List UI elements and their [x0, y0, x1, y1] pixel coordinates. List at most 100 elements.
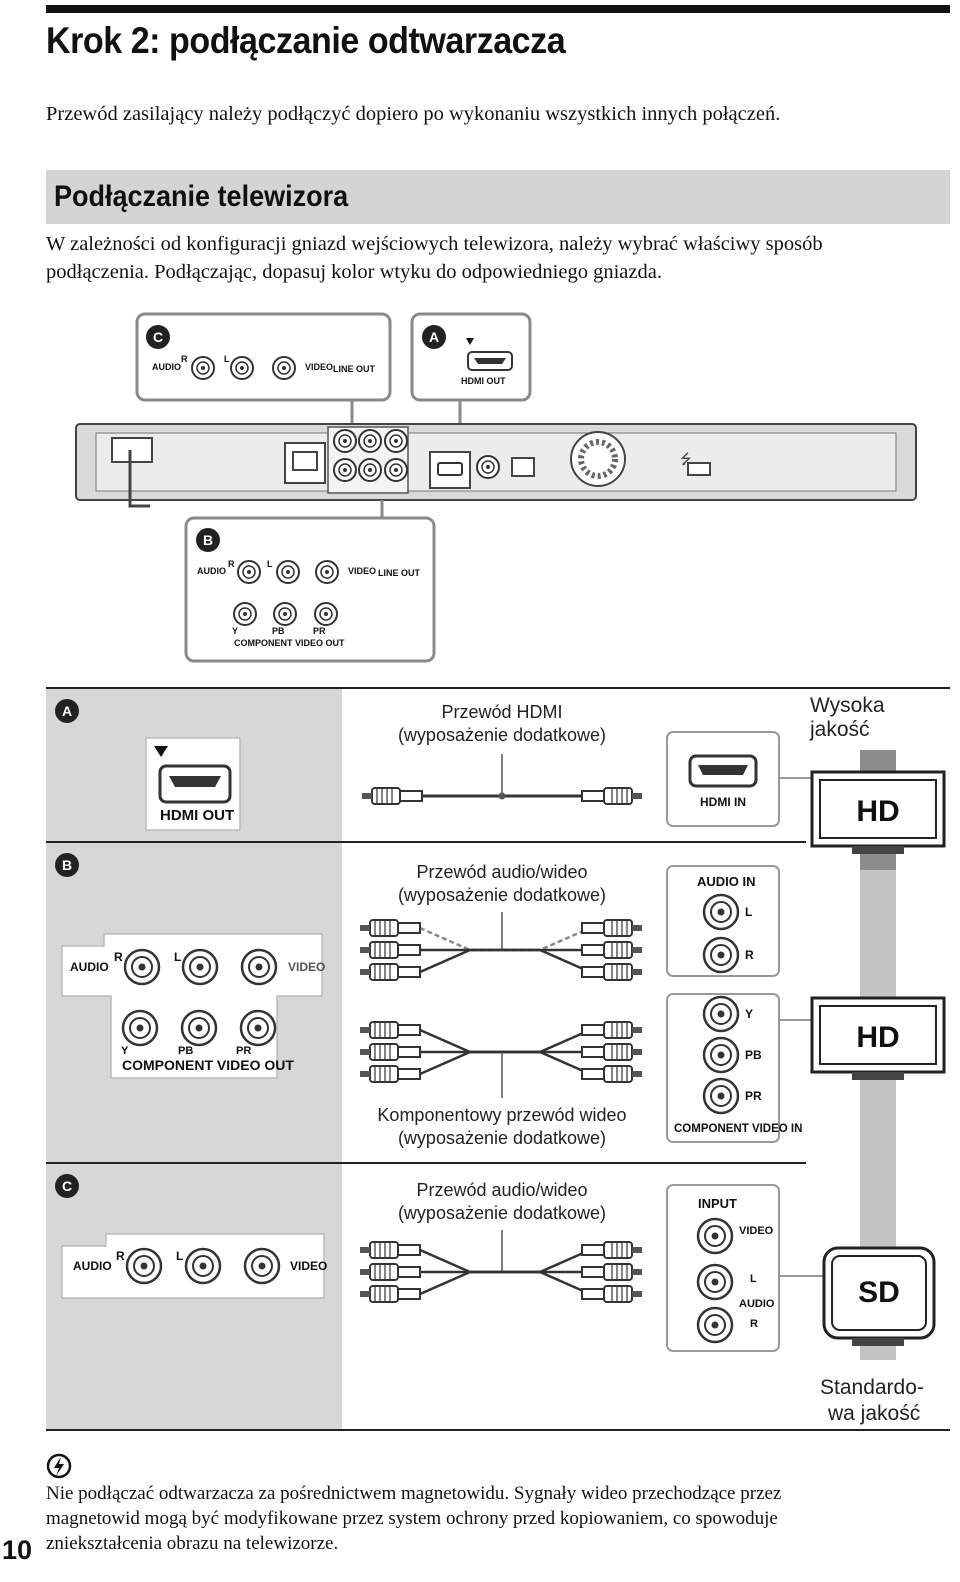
- box-c-audio-label: AUDIO: [152, 362, 181, 372]
- jack-icon: [358, 458, 382, 482]
- row-b-tv-l-label: L: [745, 905, 752, 919]
- callout-c-badge: [146, 325, 170, 349]
- rca-plug-icon: [581, 1285, 643, 1303]
- rca-plug-icon: [581, 941, 643, 959]
- rca-plug-icon: [359, 1263, 421, 1281]
- row-c-l-label: L: [176, 1249, 183, 1263]
- box-b-l-label: L: [267, 559, 273, 569]
- callout-b-letter: B: [203, 532, 213, 548]
- row-c-r-label: R: [116, 1249, 125, 1263]
- callout-a-letter: A: [429, 329, 439, 345]
- tv-hd-1-label: HD: [856, 795, 899, 828]
- paragraph-line: W zależności od konfiguracji gniazd wejś…: [46, 233, 823, 255]
- quality-high-line2: jakość: [809, 718, 870, 741]
- callout-c-letter: C: [153, 329, 163, 345]
- row-c-tv-video-label: VIDEO: [739, 1225, 774, 1237]
- row-a-tv-port-label: HDMI IN: [700, 795, 746, 809]
- top-rule: [46, 5, 950, 13]
- jack-icon: [384, 429, 408, 453]
- marker-triangle-icon: [154, 746, 168, 757]
- jack-icon: [184, 1247, 222, 1285]
- row-c-cable-line2: (wyposażenie dodatkowe): [398, 1203, 606, 1223]
- row-b-badge: [55, 853, 79, 877]
- av-cable: [419, 1248, 591, 1274]
- box-c-l-label: L: [224, 354, 230, 364]
- note-line: magnetowid mogą być modyfikowane przez s…: [46, 1508, 778, 1529]
- box-b-pr-label: PR: [313, 626, 326, 636]
- box-b-y-label: Y: [232, 626, 238, 636]
- row-b-tv-component-in-label: COMPONENT VIDEO IN: [674, 1123, 802, 1135]
- jack-icon: [276, 560, 300, 584]
- row-b-pr-label: PR: [236, 1045, 251, 1057]
- row-a-player-port-label: HDMI OUT: [160, 807, 234, 824]
- page-title: Krok 2: podłączanie odtwarzacza: [46, 20, 566, 61]
- jack-icon: [237, 560, 261, 584]
- quality-std-line2: wa jakość: [827, 1402, 920, 1425]
- tv-hd-1: HD: [810, 770, 946, 854]
- row-b-letter: B: [62, 857, 72, 873]
- rca-plug-icon: [581, 1043, 643, 1061]
- jack-icon: [333, 458, 357, 482]
- jack-icon: [125, 1247, 163, 1285]
- box-b-component-label: COMPONENT VIDEO OUT: [234, 638, 345, 648]
- rca-plug-icon: [581, 919, 643, 937]
- row-a: A HDMI OUT Przewód HDMI (wyposażenie dod…: [55, 699, 813, 831]
- callout-b-badge: [196, 528, 220, 552]
- row-b-r-label: R: [114, 950, 123, 964]
- section-heading: Podłączanie telewizora: [54, 180, 349, 213]
- jack-icon: [696, 1306, 734, 1344]
- box-a-port-label: HDMI OUT: [461, 376, 506, 386]
- jack-icon: [123, 948, 161, 986]
- quality-high-line1: Wysoka: [810, 694, 885, 717]
- jack-icon: [230, 356, 254, 380]
- box-b-r-label: R: [228, 559, 235, 569]
- marker-triangle-icon: [466, 338, 474, 345]
- intro-text: Przewód zasilający należy podłączyć dopi…: [46, 103, 781, 125]
- row-b-component-out-label: COMPONENT VIDEO OUT: [122, 1057, 294, 1073]
- av-cable: [419, 926, 591, 952]
- section-paragraph: W zależności od konfiguracji gniazd wejś…: [46, 230, 950, 286]
- tv-hd-2-label: HD: [856, 1021, 899, 1054]
- rca-plug-icon: [359, 1285, 421, 1303]
- row-b-tv-r-label: R: [745, 948, 754, 962]
- row-b-tv-pr-label: PR: [745, 1089, 762, 1103]
- rca-plug-icon: [359, 941, 421, 959]
- row-a-letter: A: [62, 703, 72, 719]
- jack-icon: [702, 893, 740, 931]
- rca-plug-icon: [581, 1021, 643, 1039]
- jack-icon: [702, 936, 740, 974]
- callout-box-c: C AUDIO R L VIDEO LINE OUT: [135, 312, 392, 435]
- jack-icon: [191, 356, 215, 380]
- usb-icon: ⭍: [680, 451, 692, 467]
- jack-icon: [384, 458, 408, 482]
- row-b-tv-y-label: Y: [745, 1007, 753, 1021]
- warning-icon: [46, 1453, 72, 1479]
- row-b-tv-audio-in-label: AUDIO IN: [697, 874, 756, 889]
- row-b-y-label: Y: [121, 1045, 129, 1057]
- tv-hd-2: HD: [810, 996, 946, 1080]
- jack-icon: [696, 1217, 734, 1255]
- note-line: Nie podłączać odtwarzacza za pośrednictw…: [46, 1483, 782, 1504]
- jack-icon: [239, 1009, 277, 1047]
- jack-icon: [358, 429, 382, 453]
- row-b: B AUDIO R L VIDEO Y PB PR COMPONENT VIDE…: [55, 853, 813, 1148]
- jack-icon: [273, 602, 297, 626]
- box-c-video-label: VIDEO: [305, 362, 333, 372]
- jack-icon: [702, 1077, 740, 1115]
- quality-std-line1: Standardo-: [820, 1376, 924, 1399]
- jack-icon: [696, 1263, 734, 1301]
- jack-icon: [333, 429, 357, 453]
- row-a-badge: [55, 699, 79, 723]
- jack-icon: [240, 948, 278, 986]
- box-c-r-label: R: [181, 354, 188, 364]
- hdmi-plug-icon: [581, 787, 643, 805]
- row-b-tv-pb-label: PB: [745, 1048, 762, 1062]
- rca-plug-icon: [581, 1241, 643, 1259]
- row-a-cable-line2: (wyposażenie dodatkowe): [398, 725, 606, 745]
- rca-plug-icon: [359, 1065, 421, 1083]
- row-c-tv-audio-label: AUDIO: [739, 1298, 775, 1310]
- row-b-l-label: L: [174, 950, 181, 964]
- jack-icon: [181, 948, 219, 986]
- tv-sd-label: SD: [858, 1276, 900, 1309]
- row-c-tv-input-label: INPUT: [698, 1196, 737, 1211]
